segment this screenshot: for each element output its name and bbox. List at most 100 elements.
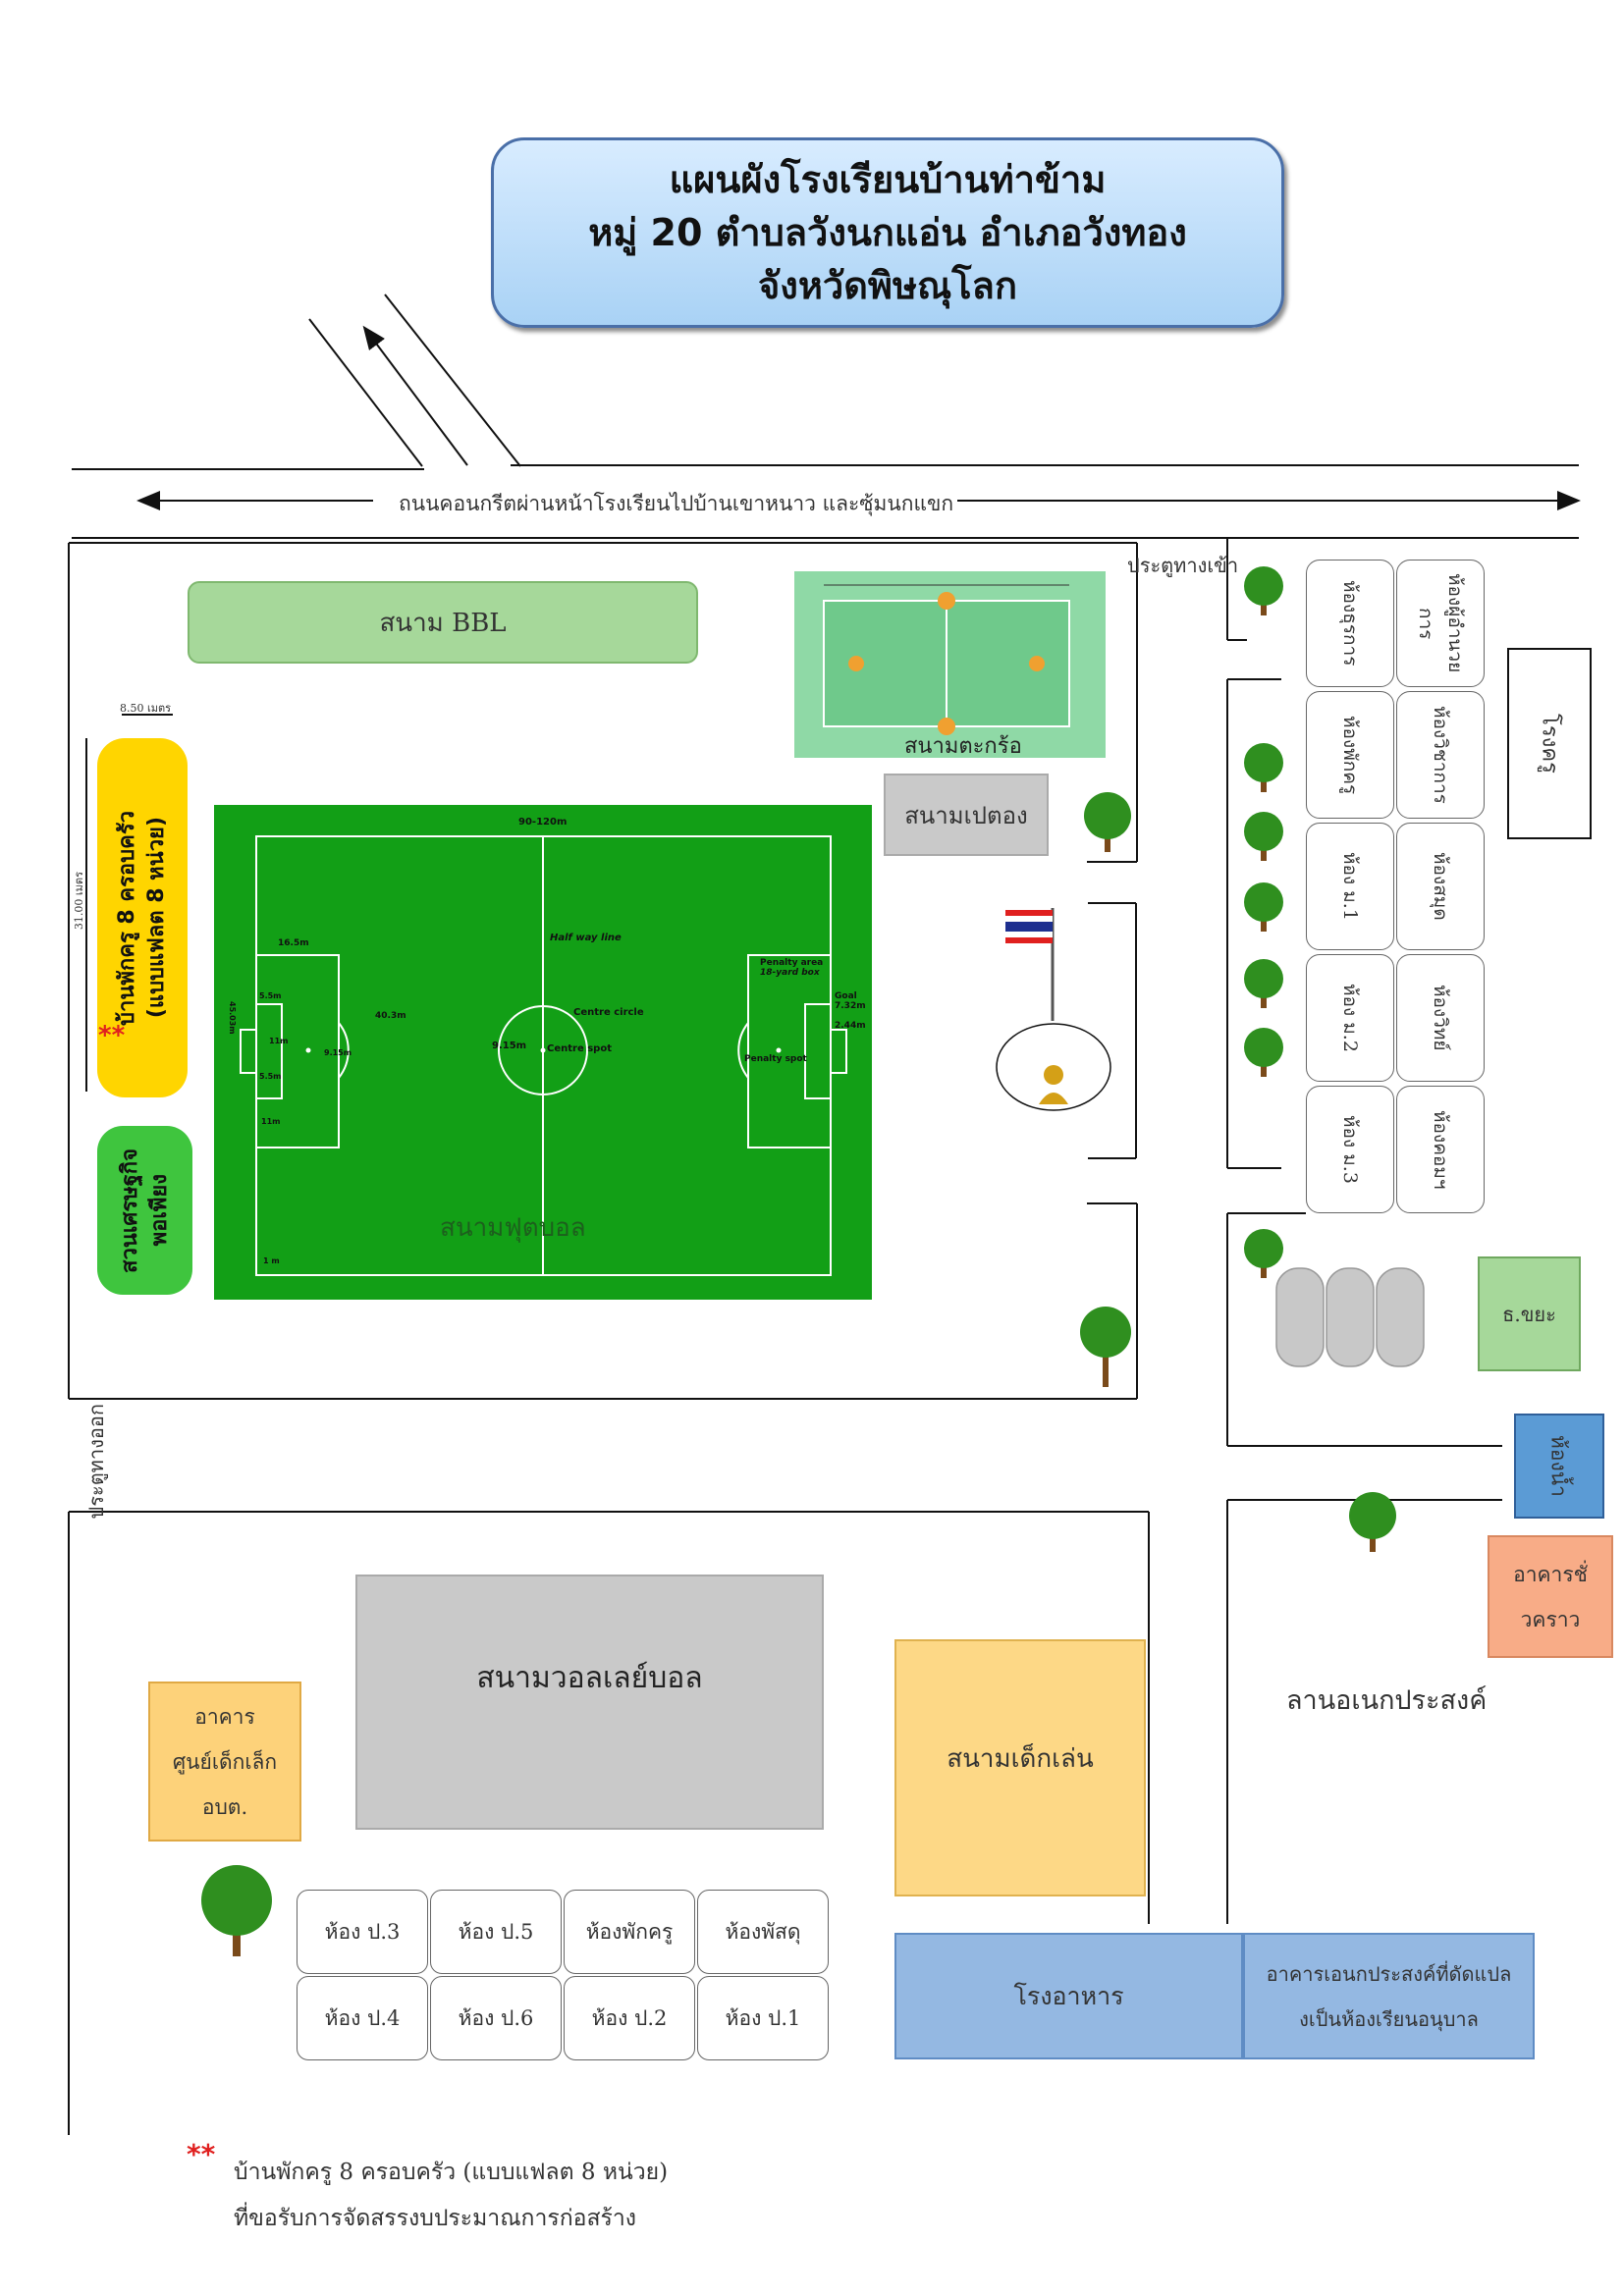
fb-d55b: 5.5m — [259, 1072, 282, 1081]
room-computer-label: ห้องคอมฯ — [1430, 1109, 1451, 1190]
water-tanks — [1275, 1267, 1425, 1367]
room-p6: ห้อง ป.6 — [430, 1976, 562, 2060]
fb-centre-spot: Centre spot — [547, 1043, 612, 1054]
multi-line-1: อาคารเอนกประสงค์ที่ดัดแปล — [1266, 1961, 1512, 1986]
right-building-block: ห้องธุรการ ห้องผู้อำนวยการ ห้องพักครู ห้… — [1306, 560, 1489, 1227]
footnote-mark: ** — [187, 2138, 216, 2170]
room-library-label: ห้องสมุด — [1430, 852, 1451, 921]
fb-d165: 16.5m — [278, 938, 309, 948]
tree-icon — [1244, 566, 1283, 615]
playground-label: สนามเด็กเล่น — [947, 1743, 1094, 1774]
trash-area: ธ.ขยะ — [1478, 1256, 1581, 1371]
football-field-label: สนามฟุตบอล — [440, 1213, 586, 1243]
room-p1: ห้อง ป.1 — [697, 1976, 829, 2060]
room-director-label: ห้องผู้อำนวยการ — [1415, 573, 1466, 673]
room-m1: ห้อง ม.1 — [1306, 823, 1394, 950]
football-field: 90-120m Half way line Centre circle Cent… — [214, 805, 872, 1300]
toilet-label: ห้องน้ำ — [1546, 1435, 1571, 1497]
room-p1-label: ห้อง ป.1 — [725, 2005, 801, 2030]
fb-d4503: 45.03m — [228, 1001, 237, 1035]
room-library: ห้องสมุด — [1396, 823, 1485, 950]
teacher-house: โรงครู — [1507, 648, 1592, 839]
tree-icon — [1244, 1028, 1283, 1077]
room-p2: ห้อง ป.2 — [564, 1976, 695, 2060]
canteen-label: โรงอาหาร — [1013, 1981, 1124, 2010]
room-m1-label: ห้อง ม.1 — [1339, 852, 1361, 921]
tree-icon — [1244, 1229, 1283, 1278]
exit-gate-label: ประตูทางออก — [84, 1404, 108, 1520]
fb-box: 18-yard box — [760, 968, 820, 978]
child-center-line-1: อาคาร — [194, 1704, 255, 1729]
sufficiency-garden: สวนเศรษฐกิจ พอเพียง — [97, 1126, 192, 1295]
map-title: แผนผังโรงเรียนบ้านท่าข้าม หมู่ 20 ตำบลวั… — [491, 137, 1284, 328]
temporary-building: อาคารชั่ วคราว — [1488, 1535, 1613, 1658]
child-center-line-3: อบต. — [201, 1794, 248, 1819]
footnote-line-2: ที่ขอรับการจัดสรรงบประมาณการก่อสร้าง — [234, 2206, 637, 2231]
room-p4: ห้อง ป.4 — [297, 1976, 428, 2060]
room-p6-label: ห้อง ป.6 — [458, 2005, 534, 2030]
volleyball-court: สนามวอลเลย์บอล — [355, 1575, 824, 1830]
room-m2-label: ห้อง ม.2 — [1339, 984, 1361, 1052]
tree-icon — [1084, 792, 1131, 852]
room-academic: ห้องวิชาการ — [1396, 691, 1485, 819]
room-m3: ห้อง ม.3 — [1306, 1086, 1394, 1213]
room-m2: ห้อง ม.2 — [1306, 954, 1394, 1082]
footnote-line-1: บ้านพักครู 8 ครอบครัว (แบบแฟลต 8 หน่วย) — [234, 2160, 669, 2185]
fb-goal-h: 2.44m — [835, 1021, 866, 1031]
room-p5: ห้อง ป.5 — [430, 1890, 562, 1974]
tree-icon — [1244, 882, 1283, 932]
housing-length: 31.00 เมตร — [73, 872, 85, 931]
room-p3: ห้อง ป.3 — [297, 1890, 428, 1974]
fb-goal-w: 7.32m — [835, 1001, 866, 1011]
fb-d915b: 9.15m — [324, 1048, 352, 1057]
courtyard-label: ลานอเนกประสงค์ — [1286, 1685, 1488, 1716]
fb-goal: Goal — [835, 991, 857, 1001]
tree-icon — [1349, 1492, 1396, 1552]
takraw-court: สนามตะกร้อ — [794, 571, 1106, 759]
primary-building: ห้อง ป.3 ห้อง ป.5 ห้องพักครู ห้องพัสดุ ห… — [297, 1890, 832, 2066]
room-admin: ห้องธุรการ — [1306, 560, 1394, 687]
multipurpose-building: อาคารเอนกประสงค์ที่ดัดแปล งเป็นห้องเรียน… — [1243, 1933, 1535, 2059]
fb-radius: 9.15m — [492, 1041, 527, 1051]
garden-line-1: สวนเศรษฐกิจ — [117, 1148, 142, 1273]
room-science-label: ห้องวิทย์ — [1430, 985, 1451, 1051]
fb-d1m: 1 m — [263, 1256, 280, 1265]
fb-penalty-area: Penalty area — [760, 958, 824, 968]
multi-line-2: งเป็นห้องเรียนอนุบาล — [1299, 2006, 1479, 2031]
playground: สนามเด็กเล่น — [894, 1639, 1146, 1896]
teacher-house-label: โรงครู — [1537, 714, 1562, 774]
trash-label: ธ.ขยะ — [1502, 1302, 1556, 1326]
housing-line-2: (แบบแฟลต 8 หน่วย) — [144, 817, 169, 1019]
housing-line-1: บ้านพักครู 8 ครอบครัว — [115, 810, 139, 1026]
room-p5-label: ห้อง ป.5 — [458, 1919, 534, 1944]
room-teachers-label: ห้องพักครู — [585, 1919, 674, 1944]
road-label: ถนนคอนกรีตผ่านหน้าโรงเรียนไปบ้านเขาหนาว … — [395, 488, 958, 520]
room-staff: ห้องพักครู — [1306, 691, 1394, 819]
fb-d55a: 5.5m — [259, 991, 282, 1000]
fb-halfway: Half way line — [550, 933, 622, 943]
fb-d403: 40.3m — [375, 1011, 406, 1021]
garden-line-2: พอเพียง — [146, 1174, 172, 1247]
room-teachers: ห้องพักครู — [564, 1890, 695, 1974]
bbl-field: สนาม BBL — [188, 581, 698, 664]
tree-icon — [1244, 743, 1283, 792]
tree-icon — [201, 1865, 272, 1956]
housing-width: 8.50 เมตร — [120, 702, 172, 715]
room-p3-label: ห้อง ป.3 — [324, 1919, 401, 1944]
petong-court-label: สนามเปตอง — [904, 801, 1028, 829]
tree-icon — [1244, 812, 1283, 861]
fb-d11b: 11m — [261, 1117, 281, 1126]
title-line-2: หมู่ 20 ตำบลวังนกแอ่น อำเภอวังทอง — [588, 211, 1187, 254]
title-line-1: แผนผังโรงเรียนบ้านท่าข้าม — [669, 158, 1107, 201]
flagpole-area — [996, 908, 1111, 1111]
fb-centre-circle: Centre circle — [573, 1007, 644, 1018]
football-field-lines — [240, 835, 847, 1276]
teacher-housing: บ้านพักครู 8 ครอบครัว (แบบแฟลต 8 หน่วย) — [97, 738, 188, 1097]
room-science: ห้องวิทย์ — [1396, 954, 1485, 1082]
room-p4-label: ห้อง ป.4 — [324, 2005, 401, 2030]
takraw-court-label: สนามตะกร้อ — [904, 734, 1022, 759]
room-director: ห้องผู้อำนวยการ — [1396, 560, 1485, 687]
takraw-court-diagram — [823, 584, 1070, 735]
temp-line-1: อาคารชั่ — [1513, 1562, 1588, 1586]
